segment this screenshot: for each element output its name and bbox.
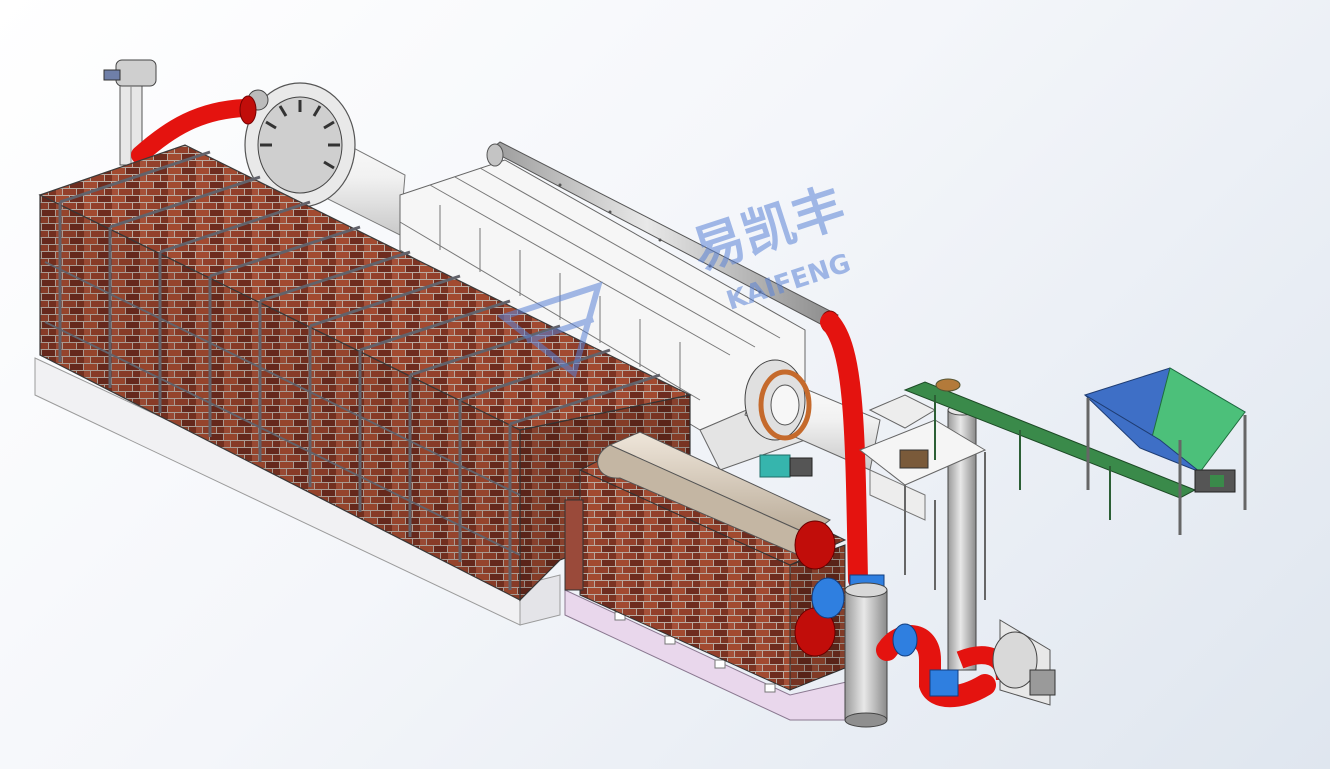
bucket-elevator <box>103 59 157 166</box>
conveyor-drive-roller <box>935 378 961 392</box>
watermark-emblem <box>496 281 603 378</box>
rotary-kiln-drum <box>244 82 406 236</box>
duct-flange <box>239 95 257 125</box>
raw-material-hopper <box>1083 367 1247 535</box>
induced-draft-fan <box>992 619 1056 706</box>
heat-exchanger-tank <box>597 431 836 657</box>
furnace-steel-frame <box>44 150 661 590</box>
red-downcomer-duct <box>820 312 868 590</box>
exhaust-duct-loop <box>876 623 1014 708</box>
cyclone-separator <box>844 582 888 728</box>
red-feed-duct <box>131 99 254 164</box>
drive-motors <box>759 449 929 478</box>
